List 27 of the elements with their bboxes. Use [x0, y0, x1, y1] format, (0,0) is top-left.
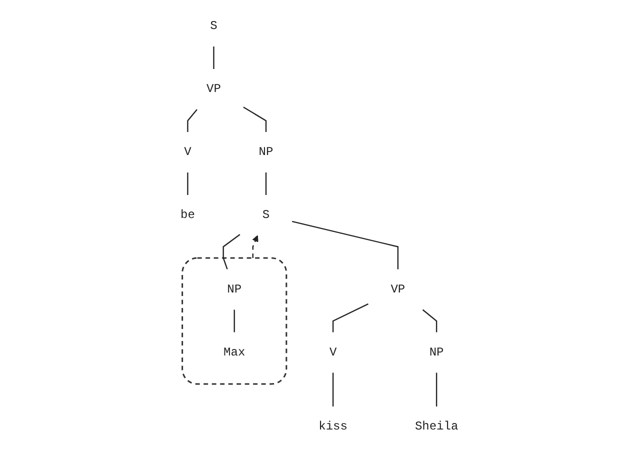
node-text: be [180, 208, 195, 222]
node-text: S [210, 20, 218, 34]
connector [265, 172, 266, 195]
node-text: Sheila [414, 420, 458, 434]
connector [242, 106, 266, 132]
connector [186, 109, 198, 132]
arrow [252, 235, 258, 258]
node-text: S [262, 208, 270, 222]
node-text: V [184, 146, 191, 160]
connector [212, 46, 214, 69]
connector [292, 220, 398, 270]
node-text: kiss [318, 420, 348, 434]
connector [436, 372, 437, 406]
connector [233, 310, 235, 332]
connector [422, 309, 437, 332]
node-text: NP [226, 282, 242, 296]
node-text: NP [258, 146, 273, 160]
node-text: VP [390, 282, 405, 296]
cluster [181, 257, 287, 385]
connector [186, 172, 188, 195]
node-text: V [329, 346, 336, 360]
connector [222, 234, 240, 270]
node-text: Max [223, 346, 245, 360]
node-text: VP [206, 82, 221, 96]
connector [332, 303, 368, 332]
node-text: NP [429, 346, 444, 360]
connector [332, 372, 334, 406]
